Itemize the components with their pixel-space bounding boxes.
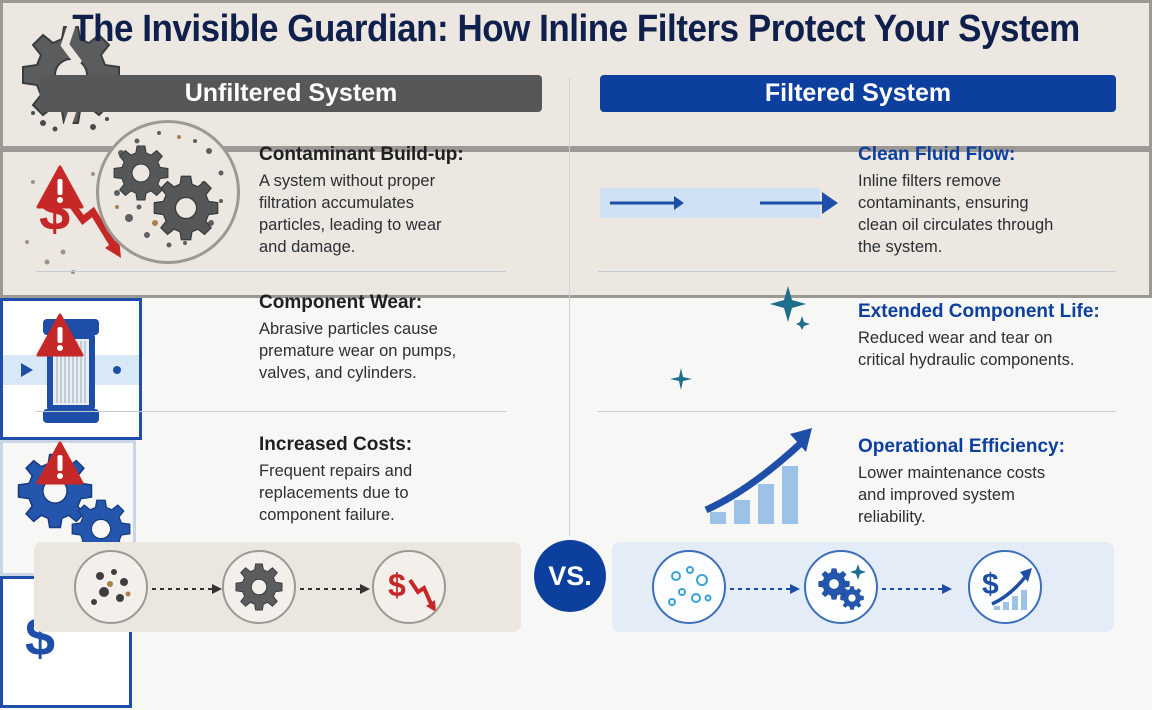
unfiltered-panel: Contaminant Build-up: A system without p…: [0, 0, 1152, 524]
row-description: Lower maintenance costs and improved sys…: [858, 464, 1046, 526]
row-description: Reduced wear and tear on critical hydrau…: [858, 329, 1075, 369]
dollar-up-icon: $: [968, 550, 1042, 624]
row-title: Increased Costs:: [259, 434, 413, 455]
row-divider: [36, 271, 506, 272]
dirty-gears-icon: [96, 120, 240, 264]
dashed-arrow: [300, 584, 370, 594]
row-description: Inline filters remove contaminants, ensu…: [858, 172, 1054, 256]
warning-icon: [36, 313, 84, 357]
row-divider: [598, 271, 1116, 272]
filtered-system-header: Filtered System: [600, 75, 1116, 112]
unfiltered-system-header: Unfiltered System: [40, 75, 542, 112]
row-title: Clean Fluid Flow:: [858, 144, 1016, 165]
svg-text:$: $: [388, 567, 406, 603]
svg-text:$: $: [982, 568, 999, 601]
unfiltered-flow-strip: $: [34, 542, 521, 632]
row-title: Extended Component Life:: [858, 301, 1100, 322]
row-title: Component Wear:: [259, 292, 423, 313]
row-description: A system without proper filtration accum…: [259, 172, 442, 256]
row-title: Operational Efficiency:: [858, 436, 1065, 457]
center-divider: [569, 78, 570, 540]
warning-icon: [36, 165, 84, 209]
worn-gear-icon: [222, 550, 296, 624]
page-title: The Invisible Guardian: How Inline Filte…: [72, 8, 1080, 50]
row-description: Frequent repairs and replacements due to…: [259, 462, 413, 524]
dashed-arrow: [152, 584, 222, 594]
particles-icon: [74, 550, 148, 624]
filtered-panel: Clean Fluid Flow: Inline filters remove …: [0, 144, 1152, 708]
row-title: Contaminant Build-up:: [259, 144, 464, 165]
row-divider: [598, 411, 1116, 412]
dashed-arrow: [882, 584, 952, 594]
dashed-arrow: [730, 584, 800, 594]
filtered-flow-strip: $: [612, 542, 1114, 632]
vs-badge: VS.: [534, 540, 606, 612]
sparkle-icon: [770, 286, 810, 330]
sparkle-icon: [670, 368, 692, 390]
dollar-down-icon: $: [372, 550, 446, 624]
row-divider: [36, 411, 506, 412]
sparkle-gears-icon: [804, 550, 878, 624]
growth-chart-icon: [704, 428, 812, 524]
fluid-flow-pipe: [600, 188, 838, 218]
row-description: Abrasive particles cause premature wear …: [259, 320, 457, 382]
warning-icon: [36, 441, 84, 485]
bubbles-icon: [652, 550, 726, 624]
